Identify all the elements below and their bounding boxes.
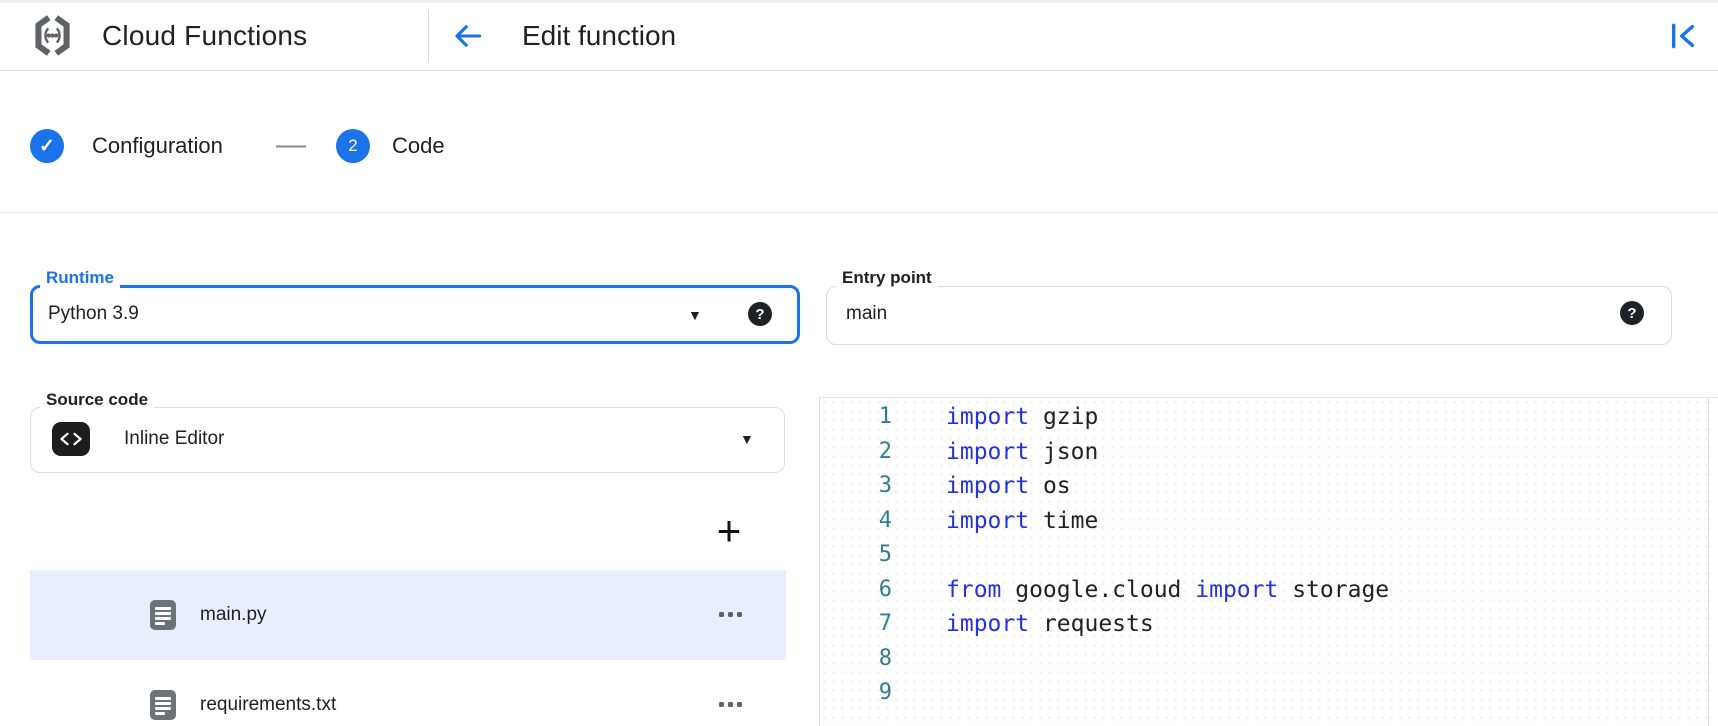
file-row[interactable]: main.py [30, 570, 786, 660]
header-bottom-border [0, 70, 1718, 71]
inline-editor-icon [52, 422, 90, 456]
code-editor[interactable] [820, 398, 1708, 726]
editor-top-border [819, 397, 1718, 398]
arrow-back-icon [455, 25, 482, 47]
entry-point-value: main [846, 303, 888, 324]
step-code-label[interactable]: Code [392, 133, 445, 158]
runtime-select[interactable] [30, 285, 800, 344]
runtime-help-icon[interactable]: ? [748, 302, 772, 326]
line-number: 8 [878, 645, 892, 671]
editor-left-divider [819, 397, 820, 726]
step-code-indicator[interactable]: 2 [336, 129, 370, 163]
page-title: Edit function [522, 20, 677, 51]
code-line: 8 [820, 642, 1708, 677]
source-code-value: Inline Editor [124, 428, 225, 449]
line-number: 2 [878, 438, 892, 464]
step-configuration-label[interactable]: Configuration [92, 133, 223, 158]
file-row[interactable]: requirements.txt [30, 660, 786, 726]
code-line: 9 [820, 676, 1708, 711]
collapse-panel-button[interactable] [1666, 20, 1700, 52]
line-number: 5 [878, 542, 892, 567]
runtime-value: Python 3.9 [48, 303, 139, 324]
window-top-strip [0, 0, 1718, 3]
more-actions-icon[interactable] [715, 698, 746, 711]
line-number: 7 [878, 611, 892, 636]
chevron-down-icon: ▼ [740, 431, 754, 447]
entry-point-help-icon[interactable]: ? [1620, 301, 1644, 325]
back-button[interactable] [450, 20, 484, 52]
file-name: requirements.txt [200, 694, 337, 715]
header-divider [428, 10, 429, 62]
source-code-label: Source code [40, 390, 155, 410]
add-file-button[interactable]: + [716, 507, 742, 554]
entry-point-input[interactable] [826, 286, 1672, 345]
step-number: 2 [348, 136, 358, 155]
stepper-connector: — [276, 128, 306, 161]
runtime-label: Runtime [40, 268, 120, 288]
line-number: 3 [878, 473, 892, 498]
step-configuration-indicator[interactable]: ✓ [30, 129, 64, 163]
line-number: 1 [878, 404, 892, 429]
line-number: 9 [878, 680, 892, 705]
product-title: Cloud Functions [102, 20, 308, 51]
code-line: 5 [820, 538, 1708, 573]
file-icon [150, 690, 176, 720]
line-number: 4 [878, 507, 892, 533]
editor-scrollbar-track-border [1708, 397, 1709, 726]
line-number: 6 [878, 576, 892, 602]
section-divider [0, 212, 1718, 213]
file-icon [150, 600, 176, 630]
collapse-panel-icon [1671, 23, 1695, 49]
check-icon: ✓ [39, 135, 55, 157]
cloud-functions-logo-icon [35, 15, 70, 56]
file-list: main.py requirements.txt [30, 570, 786, 726]
more-actions-icon[interactable] [715, 608, 746, 621]
file-name: main.py [200, 604, 267, 625]
chevron-down-icon: ▼ [688, 307, 702, 323]
source-code-select[interactable] [30, 407, 785, 473]
entry-point-label: Entry point [836, 268, 938, 288]
